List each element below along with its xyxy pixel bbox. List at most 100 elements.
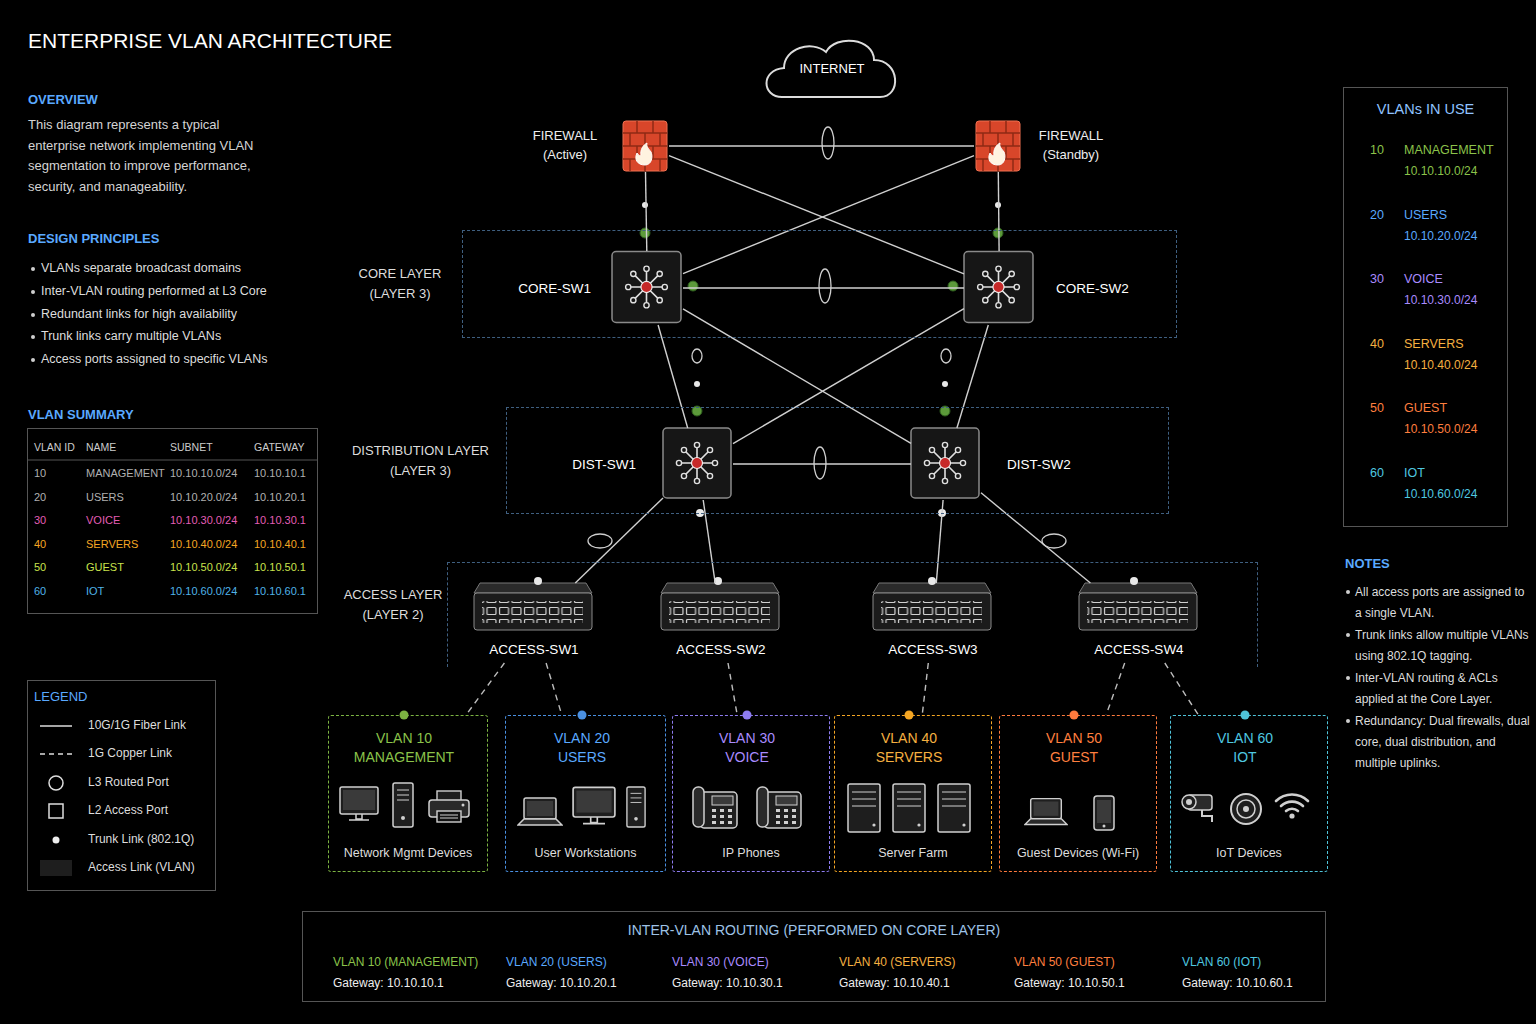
vlan-title: VLAN 10 MANAGEMENT <box>352 729 456 767</box>
network-link <box>981 493 1090 583</box>
vlan-box: VLAN 50 GUEST Guest Devices (Wi-Fi) <box>999 715 1157 872</box>
routed-port-dots <box>640 228 1003 416</box>
bullet-dot <box>31 335 35 339</box>
bullet-dot <box>31 290 35 294</box>
routing-vlan: VLAN 50 (GUEST) <box>1014 955 1115 969</box>
table-header: GATEWAY <box>254 441 305 453</box>
panel-heading: INTER-VLAN ROUTING (PERFORMED ON CORE LA… <box>303 922 1325 938</box>
routing-gateway: Gateway: 10.10.40.1 <box>839 976 950 990</box>
routing-gateway: Gateway: 10.10.10.1 <box>333 976 444 990</box>
layer-band: CORE LAYER (LAYER 3)CORE-SW1CORE-SW2 <box>462 230 1177 338</box>
note-item: Inter-VLAN routing & ACLs applied at the… <box>1355 668 1531 710</box>
layer-band: DISTRIBUTION LAYER (LAYER 3)DIST-SW1DIST… <box>506 407 1169 514</box>
distribution-switch-icon <box>911 428 979 498</box>
table-cell: 10.10.30.1 <box>254 514 306 526</box>
node-label: DIST-SW2 <box>1007 457 1071 472</box>
legend-text: 10G/1G Fiber Link <box>88 718 186 732</box>
vlan-subnet: 10.10.10.0/24 <box>1404 164 1477 178</box>
routing-vlan: VLAN 10 (MANAGEMENT) <box>333 955 478 969</box>
node-label: ACCESS-SW4 <box>1074 642 1204 657</box>
access-switch: ACCESS-SW2 <box>656 583 786 663</box>
table-cell: MANAGEMENT <box>86 467 165 479</box>
routing-panel: INTER-VLAN ROUTING (PERFORMED ON CORE LA… <box>302 911 1326 1002</box>
access-switch-icon <box>873 583 991 630</box>
vlan-name: MANAGEMENT <box>1404 143 1494 157</box>
vlan-title: VLAN 20 USERS <box>552 729 612 767</box>
core-switch: CORE-SW1 <box>612 251 683 325</box>
principle-item: Inter-VLAN routing performed at L3 Core <box>41 284 267 298</box>
vlan-subnet: 10.10.40.0/24 <box>1404 358 1477 372</box>
legend-sample <box>38 745 74 763</box>
vlan-name: USERS <box>1404 208 1447 222</box>
overview-text: This diagram represents a typical enterp… <box>28 115 280 197</box>
section-heading: DESIGN PRINCIPLES <box>28 231 159 246</box>
note-item: Trunk links allow multiple VLANs using 8… <box>1355 625 1531 667</box>
table-cell: 10.10.20.0/24 <box>170 491 237 503</box>
table-header: SUBNET <box>170 441 213 453</box>
node-label: CORE-SW1 <box>518 281 591 296</box>
vlan-title: VLAN 50 GUEST <box>1044 729 1104 767</box>
vlan-subnet: 10.10.50.0/24 <box>1404 422 1477 436</box>
internet-cloud: INTERNET <box>762 38 902 100</box>
network-link <box>658 325 688 428</box>
vlan-title: VLAN 40 SERVERS <box>874 729 944 767</box>
access-switch: ACCESS-SW4 <box>1074 583 1204 663</box>
vlan-id: 50 <box>1370 401 1384 415</box>
table-cell: 10.10.40.1 <box>254 538 306 550</box>
legend-heading: LEGEND <box>34 689 87 704</box>
bullet-dot <box>31 267 35 271</box>
access-switch: ACCESS-SW1 <box>469 583 599 663</box>
device-icons <box>340 783 1308 832</box>
access-switch-icon <box>661 583 779 630</box>
layer-band: ACCESS LAYER (LAYER 2)ACCESS-SW1ACCESS-S… <box>447 562 1258 667</box>
table-cell: 50 <box>34 561 46 573</box>
table-cell: 10.10.30.0/24 <box>170 514 237 526</box>
core-switch-icon <box>612 252 681 323</box>
vlan-caption: Network Mgmt Devices <box>329 846 487 860</box>
principle-item: Trunk links carry multiple VLANs <box>41 329 221 343</box>
section-heading: NOTES <box>1345 556 1390 571</box>
network-link <box>683 309 911 444</box>
table-cell: GUEST <box>86 561 124 573</box>
legend-sample <box>38 717 74 735</box>
vlan-id: 60 <box>1370 466 1384 480</box>
legend-sample <box>38 802 74 820</box>
layer-label: DISTRIBUTION LAYER (LAYER 3) <box>338 441 503 481</box>
section-heading: VLAN SUMMARY <box>28 407 134 422</box>
access-link <box>1165 663 1199 715</box>
table-cell: 10.10.60.0/24 <box>170 585 237 597</box>
layer-label: ACCESS LAYER (LAYER 2) <box>338 585 448 625</box>
node-label: CORE-SW2 <box>1056 281 1129 296</box>
routing-gateway: Gateway: 10.10.50.1 <box>1014 976 1125 990</box>
legend-sample <box>38 859 74 877</box>
table-cell: 10.10.50.1 <box>254 561 306 573</box>
vlan-box: VLAN 60 IOTIoT Devices <box>1170 715 1328 872</box>
routing-vlan: VLAN 60 (IOT) <box>1182 955 1261 969</box>
firewall: FIREWALL (Active) <box>621 120 669 172</box>
vlan-id: 30 <box>1370 272 1384 286</box>
table-cell: 10.10.20.1 <box>254 491 306 503</box>
principle-item: Redundant links for high availability <box>41 307 237 321</box>
routing-gateway: Gateway: 10.10.20.1 <box>506 976 617 990</box>
routed-port-sample <box>49 776 63 790</box>
principle-item: Access ports assigned to specific VLANs <box>41 352 268 366</box>
routing-vlan: VLAN 20 (USERS) <box>506 955 607 969</box>
vlan-list-panel: VLANs IN USE10MANAGEMENT10.10.10.0/2420U… <box>1343 87 1508 527</box>
legend-text: 1G Copper Link <box>88 746 172 760</box>
network-link <box>733 463 911 464</box>
vlan-box: VLAN 30 VOICEIP Phones <box>672 715 830 872</box>
vlan-caption: Guest Devices (Wi-Fi) <box>1000 846 1156 860</box>
table-cell: 60 <box>34 585 46 597</box>
table-cell: 40 <box>34 538 46 550</box>
access-switch-icon <box>474 583 592 630</box>
access-link <box>466 663 504 715</box>
node-label: INTERNET <box>762 61 902 76</box>
access-port-sample <box>49 804 63 818</box>
network-link <box>646 172 647 251</box>
network-link <box>957 325 988 428</box>
routing-vlan: VLAN 30 (VOICE) <box>672 955 769 969</box>
table-cell: IOT <box>86 585 104 597</box>
vlan-title: VLAN 60 IOT <box>1215 729 1275 767</box>
